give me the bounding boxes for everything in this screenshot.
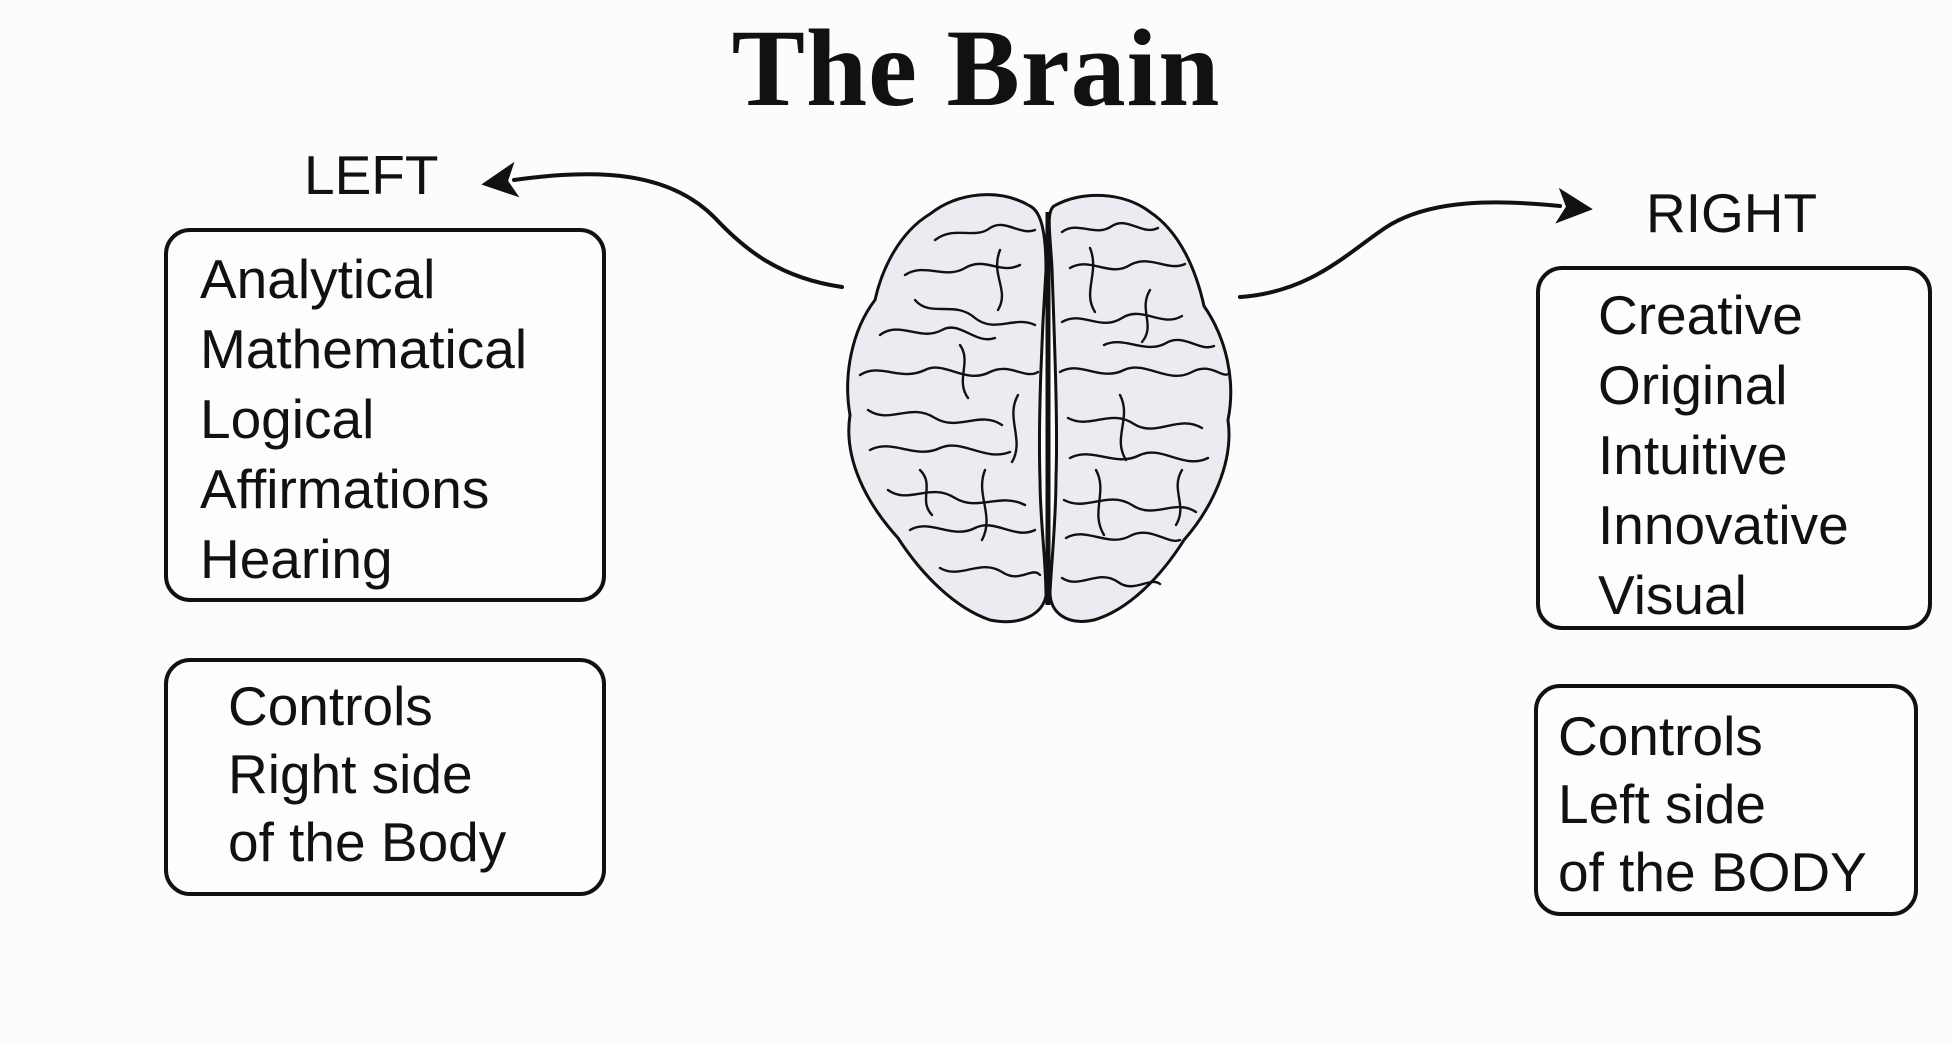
right-controls-line: Left side [1558, 773, 1766, 835]
right-trait-item: Intuitive [1598, 424, 1788, 486]
left-controls-text: Controls Right side of the Body [228, 672, 506, 876]
right-trait-item: Visual [1598, 564, 1747, 626]
right-trait-item: Innovative [1598, 494, 1849, 556]
left-controls-line: Controls [228, 675, 433, 737]
right-controls-line: Controls [1558, 705, 1763, 767]
right-controls-box: Controls Left side of the BODY [1534, 684, 1918, 916]
right-trait-item: Original [1598, 354, 1788, 416]
brain-right-hemisphere [1047, 193, 1233, 623]
left-traits-box: Analytical Mathematical Logical Affirmat… [164, 228, 606, 602]
left-trait-item: Analytical [200, 248, 436, 310]
brain-icon [846, 193, 1233, 624]
left-trait-item: Logical [200, 388, 375, 450]
left-traits-list: Analytical Mathematical Logical Affirmat… [200, 244, 527, 594]
right-traits-box: Creative Original Intuitive Innovative V… [1536, 266, 1932, 630]
arrow-right-icon [1238, 187, 1593, 299]
left-controls-line: Right side [228, 743, 473, 805]
right-controls-text: Controls Left side of the BODY [1558, 702, 1867, 906]
left-controls-box: Controls Right side of the Body [164, 658, 606, 896]
left-label: LEFT [304, 144, 439, 206]
right-traits-list: Creative Original Intuitive Innovative V… [1598, 280, 1849, 630]
right-label: RIGHT [1646, 182, 1818, 244]
brain-left-hemisphere [846, 193, 1048, 624]
left-trait-item: Affirmations [200, 458, 490, 520]
right-trait-item: Creative [1598, 284, 1803, 346]
diagram-title: The Brain [731, 7, 1221, 129]
brain-left-folds [858, 223, 1042, 578]
left-trait-item: Mathematical [200, 318, 528, 380]
left-controls-line: of the Body [228, 811, 507, 873]
brain-right-folds [1058, 222, 1230, 588]
right-controls-line: of the BODY [1558, 841, 1867, 903]
left-trait-item: Hearing [200, 528, 393, 590]
